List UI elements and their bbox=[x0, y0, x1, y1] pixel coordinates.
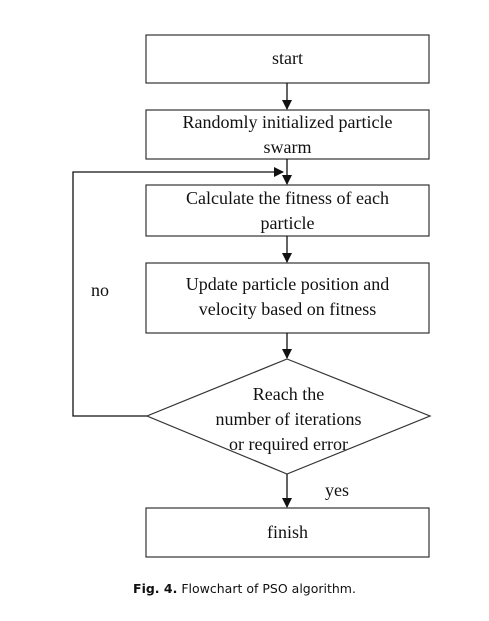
decision-text-line3: or required error bbox=[229, 434, 348, 454]
update-text-line2: velocity based on fitness bbox=[198, 299, 377, 319]
fitness-label: Calculate the fitness of each particle bbox=[146, 186, 429, 236]
finish-box bbox=[145, 507, 430, 558]
fitness-text-line2: particle bbox=[260, 213, 315, 233]
update-label: Update particle position and velocity ba… bbox=[146, 272, 429, 322]
fitness-box bbox=[145, 184, 430, 237]
start-text: start bbox=[272, 48, 303, 68]
finish-text: finish bbox=[266, 522, 308, 542]
decision-text-line1: Reach the bbox=[252, 384, 325, 404]
yes-branch-label: yes bbox=[325, 480, 349, 500]
init-text-line2: swarm bbox=[263, 137, 312, 157]
update-box bbox=[145, 262, 430, 334]
fitness-text-line1: Calculate the fitness of each bbox=[186, 188, 389, 208]
init-label: Randomly initialized particle swarm bbox=[146, 110, 429, 160]
start-label: start bbox=[146, 46, 429, 71]
no-branch-label: no bbox=[91, 280, 109, 300]
update-text-line1: Update particle position and bbox=[185, 274, 390, 294]
loop-back-line bbox=[72, 167, 284, 417]
figure-caption-text: Flowchart of PSO algorithm. bbox=[181, 581, 356, 596]
init-text-line1: Randomly initialized particle bbox=[182, 112, 393, 132]
decision-label: Reach the number of iterations or requir… bbox=[147, 382, 430, 457]
init-box bbox=[145, 109, 430, 160]
start-box bbox=[145, 34, 430, 84]
figure-number: Fig. 4. bbox=[133, 581, 178, 596]
figure-caption: Fig. 4. Flowchart of PSO algorithm. bbox=[0, 581, 489, 596]
decision-text-line2: number of iterations bbox=[215, 409, 362, 429]
finish-label: finish bbox=[146, 520, 429, 545]
